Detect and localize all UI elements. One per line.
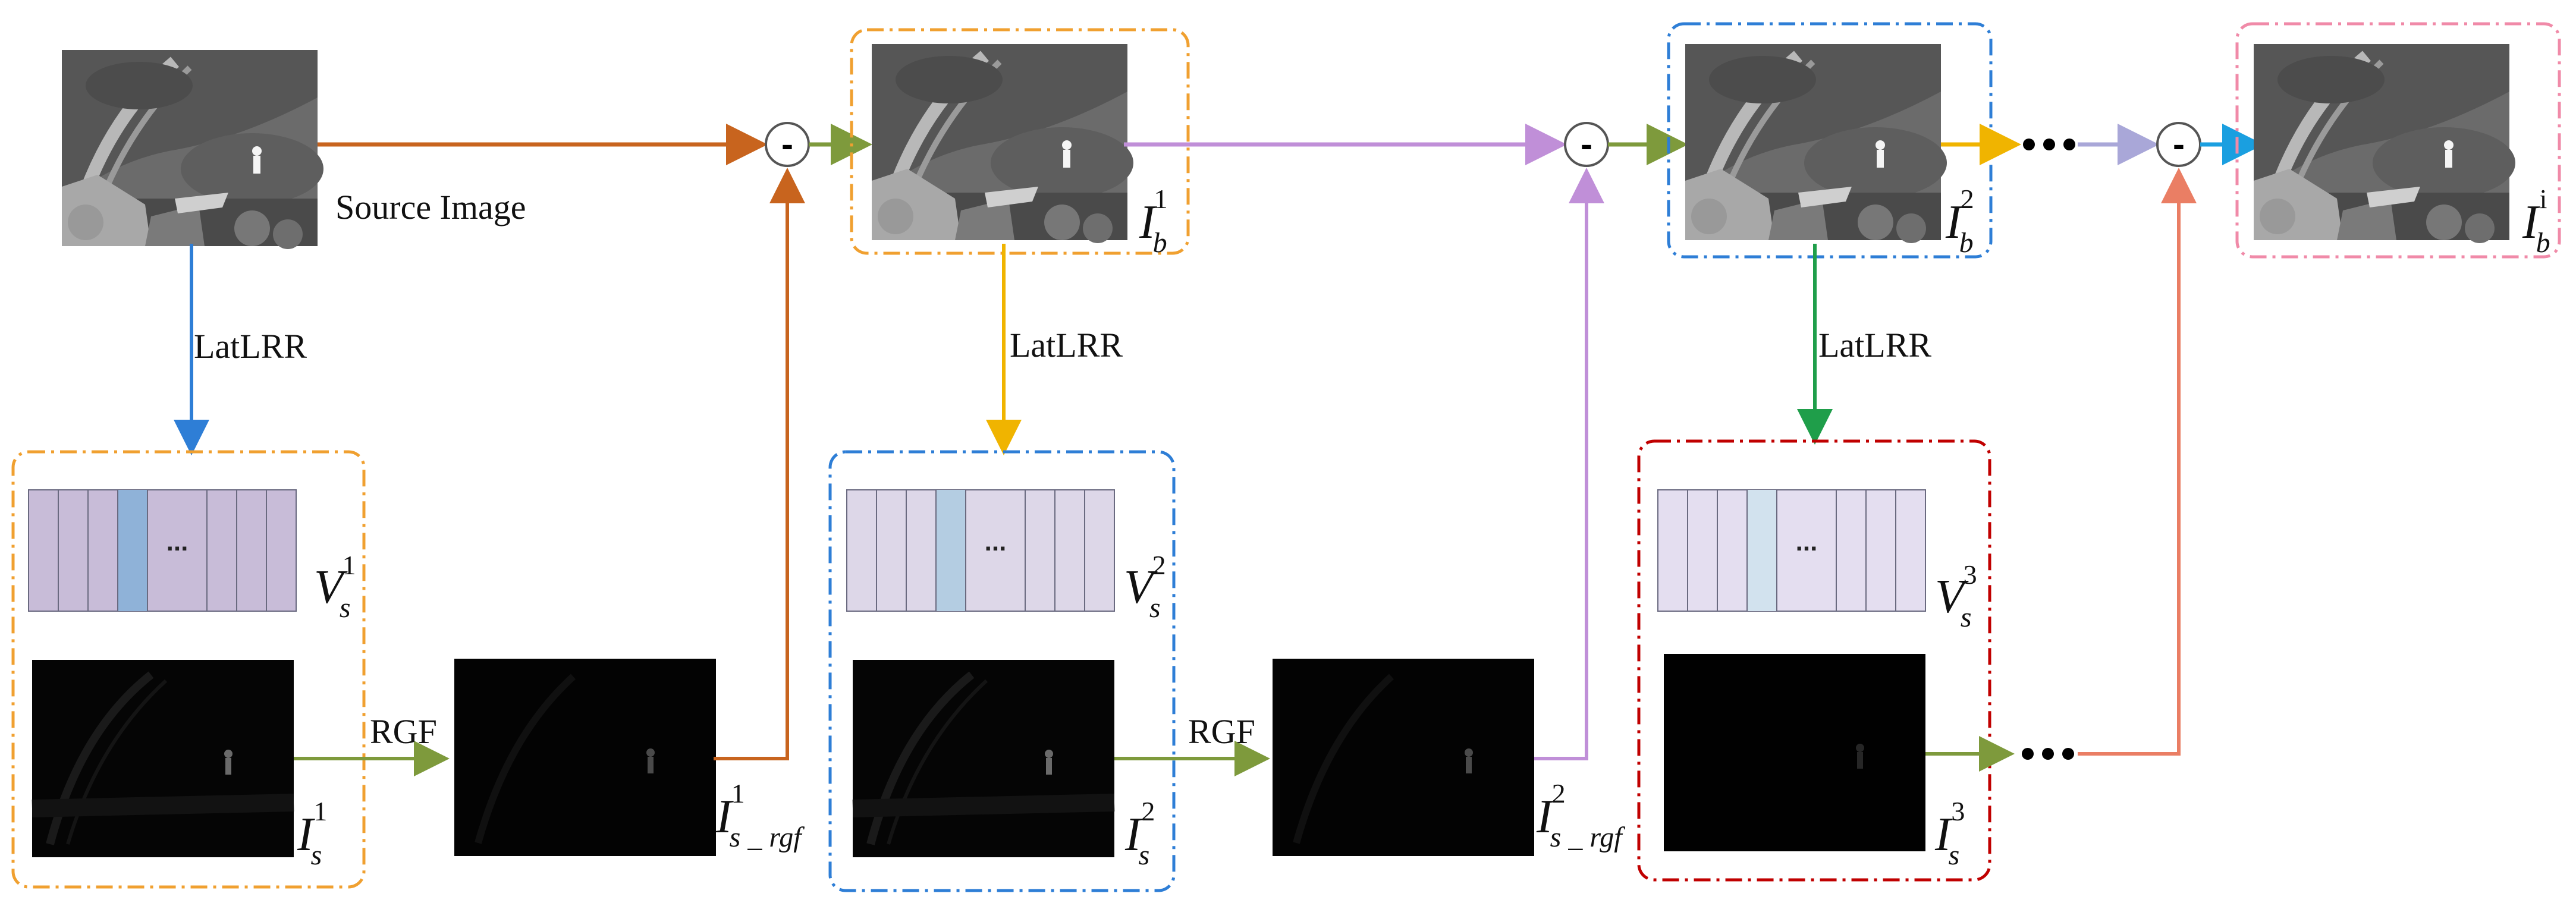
ellipsis-bottom xyxy=(2022,748,2074,760)
ellipsis-top xyxy=(2023,139,2075,150)
rgf-image-2 xyxy=(1273,659,1534,856)
salient-group-1-box xyxy=(11,450,366,889)
base-layer-1-box xyxy=(850,28,1190,255)
svg-text:-: - xyxy=(1581,124,1592,164)
projection-matrix-2: ... xyxy=(846,489,1115,612)
base-layer-i-box xyxy=(2235,22,2561,259)
latlrr-label-1: LatLRR xyxy=(194,327,307,366)
svg-text:-: - xyxy=(781,124,793,164)
base-layer-1-label: Ib1 xyxy=(1139,184,1168,259)
base-layer-2-label: Ib2 xyxy=(1945,184,1974,259)
svg-text:...: ... xyxy=(985,527,1007,556)
salient-group-2-box xyxy=(828,450,1176,892)
salient-group-3-box xyxy=(1637,439,1991,882)
source-image-label: Source Image xyxy=(335,188,526,227)
subtract-node-2: - xyxy=(1564,122,1609,167)
salient-image-3-label: Is3 xyxy=(1934,796,1965,871)
salient-image-3 xyxy=(1664,654,1925,851)
rgf-image-1 xyxy=(454,659,716,856)
svg-text:-: - xyxy=(2173,124,2185,164)
svg-text:...: ... xyxy=(1796,527,1818,556)
rgf-image-1-label: Is _ rgf1 xyxy=(715,778,805,853)
projection-matrix-3: ... xyxy=(1657,489,1926,612)
base-layer-1-image xyxy=(872,44,1133,243)
source-image xyxy=(62,50,323,249)
projection-matrix-2-label: Vs2 xyxy=(1124,550,1166,624)
projection-matrix-1-label: Vs1 xyxy=(314,550,356,624)
salient-image-1 xyxy=(32,660,294,857)
subtract-node-3: - xyxy=(2156,122,2201,167)
latlrr-label-2: LatLRR xyxy=(1010,326,1123,364)
salient-image-2 xyxy=(853,660,1114,857)
svg-text:...: ... xyxy=(167,527,189,556)
salient-image-2-label: Is2 xyxy=(1124,796,1155,871)
base-layer-i-image xyxy=(2254,44,2515,243)
arrow-rgf1-to-subtract1 xyxy=(714,168,805,760)
rgf-image-2-label: Is _ rgf2 xyxy=(1536,778,1625,853)
salient-image-1-label: Is1 xyxy=(297,796,327,871)
base-layer-i-label: Ibi xyxy=(2522,184,2550,259)
arrow-ellipsis-to-subtract3-bottom xyxy=(2078,168,2197,756)
rgf-label-2: RGF xyxy=(1188,712,1255,751)
projection-matrix-1: ... xyxy=(28,489,297,612)
rgf-label-1: RGF xyxy=(370,712,437,751)
subtract-node-1: - xyxy=(765,122,810,167)
arrow-rgf2-to-subtract2 xyxy=(1534,168,1604,760)
latlrr-label-3: LatLRR xyxy=(1818,326,1931,364)
base-layer-2-image xyxy=(1685,44,1947,243)
projection-matrix-3-label: Vs3 xyxy=(1935,559,1977,633)
